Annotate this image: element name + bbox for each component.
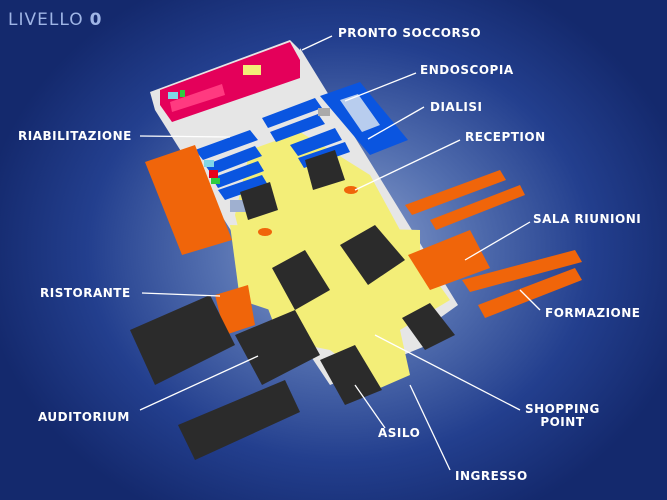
label-auditorium[interactable]: AUDITORIUM <box>38 410 130 424</box>
floor-level: 0 <box>89 10 103 30</box>
label-riabilitazione[interactable]: RIABILITAZIONE <box>18 129 132 143</box>
label-dialisi[interactable]: DIALISI <box>430 100 483 114</box>
label-formazione[interactable]: FORMAZIONE <box>545 306 641 320</box>
label-pronto-soccorso[interactable]: PRONTO SOCCORSO <box>338 26 482 40</box>
endoscopia-block <box>262 82 408 168</box>
riabilitazione-block <box>195 130 268 212</box>
hall-blocks <box>130 150 455 460</box>
service-blocks <box>145 145 582 335</box>
label-shopping-line1: SHOPPING <box>525 402 600 416</box>
label-endoscopia[interactable]: ENDOSCOPIA <box>420 63 514 77</box>
label-ristorante[interactable]: RISTORANTE <box>40 286 131 300</box>
leader-lines <box>139 35 541 471</box>
pronto-soccorso-block <box>160 42 300 122</box>
label-ingresso[interactable]: INGRESSO <box>455 469 528 483</box>
label-shopping-line2: POINT <box>540 415 585 429</box>
floor-title-prefix: LIVELLO <box>8 10 84 30</box>
label-sala-riunioni[interactable]: SALA RIUNIONI <box>533 212 642 226</box>
label-asilo[interactable]: ASILO <box>378 426 421 440</box>
label-reception[interactable]: RECEPTION <box>465 130 546 144</box>
